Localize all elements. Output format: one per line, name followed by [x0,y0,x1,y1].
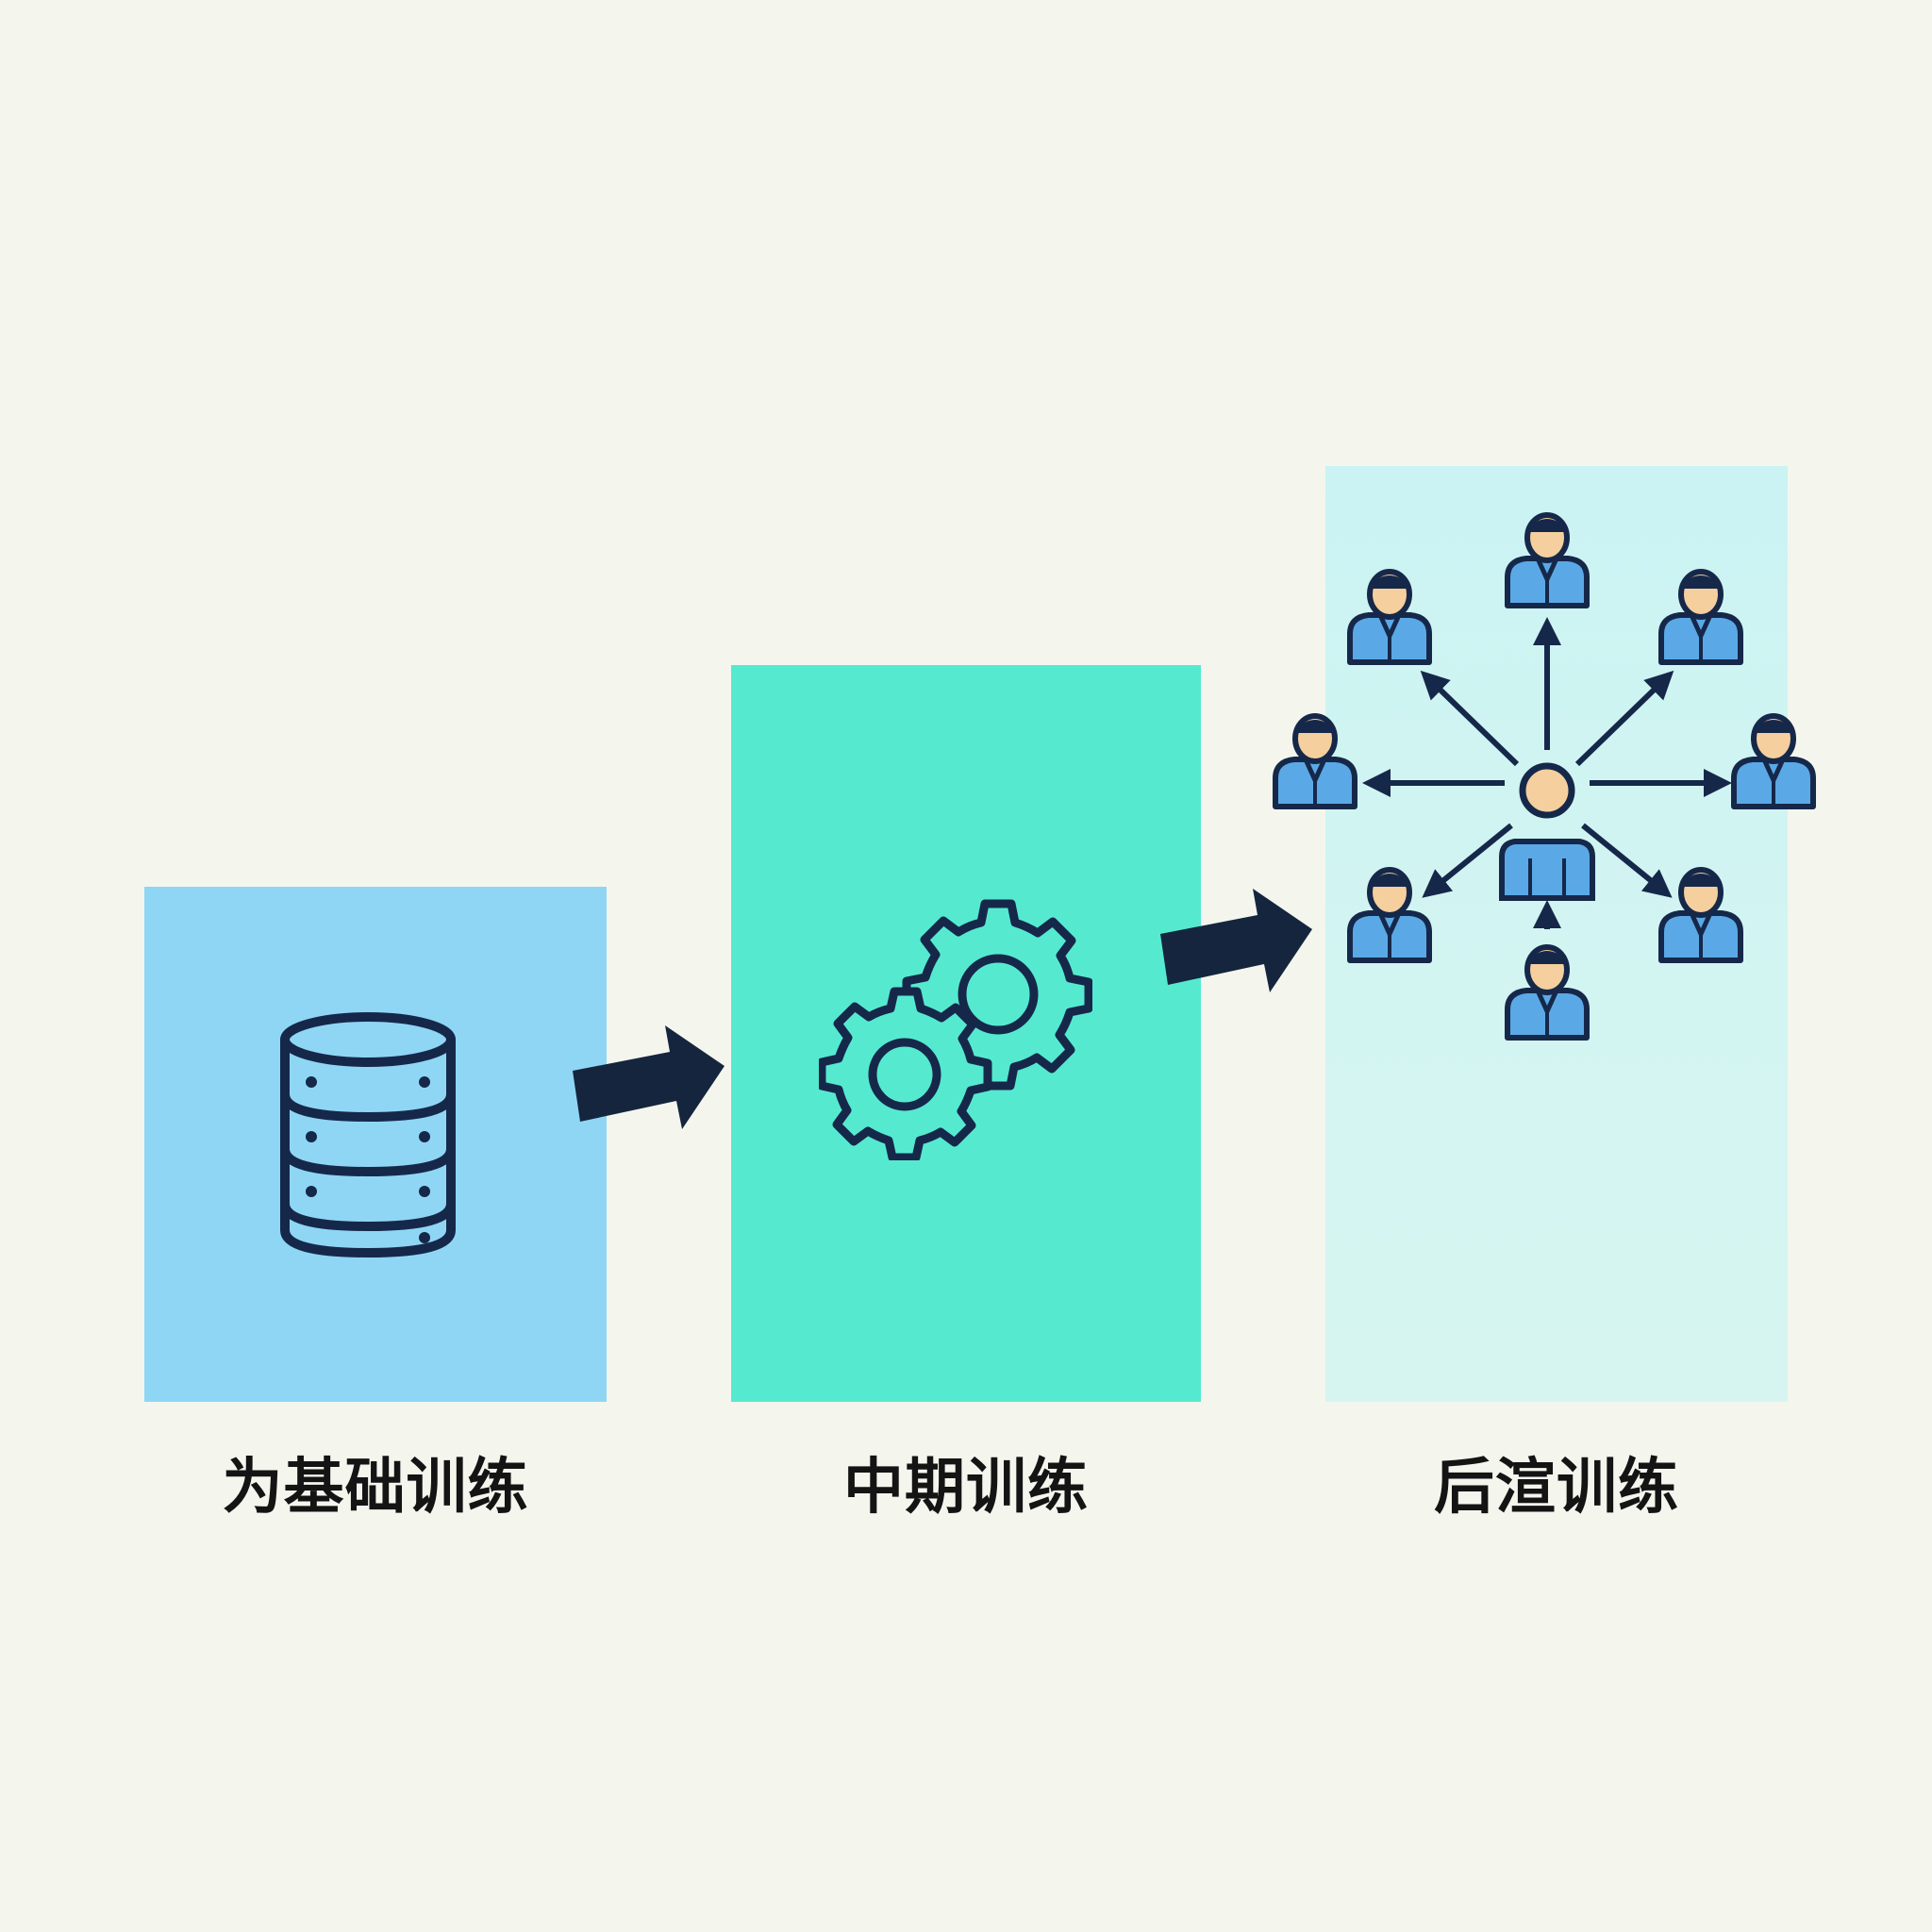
arrow-right-icon [1160,889,1312,992]
arrow-right-icon [573,1025,724,1129]
stage-label-base-training: 为基础训练 [222,1453,529,1523]
stage-label-mid-training: 中期训练 [843,1453,1089,1523]
database-icon [280,1012,456,1258]
stage-label-post-training: 后渲训练 [1434,1453,1679,1523]
gears-icon [819,899,1092,1160]
people-network-icon [1264,500,1830,1057]
stage-card-base-training [144,887,607,1402]
